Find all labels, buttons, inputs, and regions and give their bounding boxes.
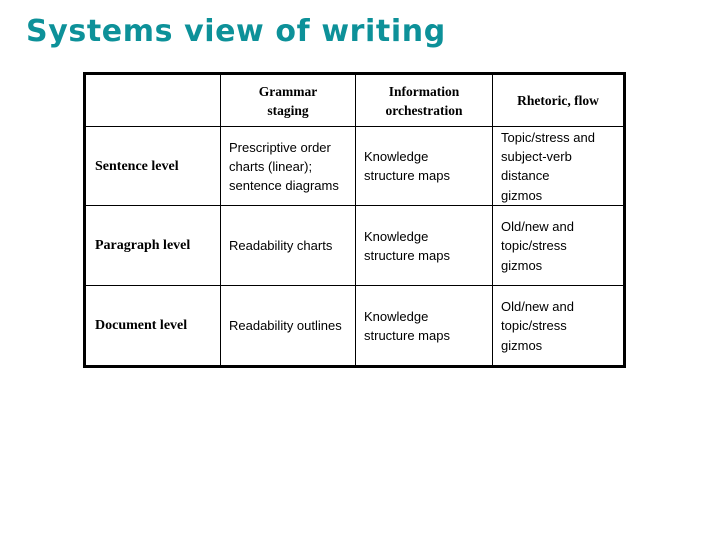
cell-line: gizmos — [501, 257, 543, 273]
cell-content: Old/new and topic/stress gizmos — [493, 217, 623, 275]
column-header-information-orchestration: Information orchestration — [355, 73, 493, 127]
table-row: Sentence level Prescriptive order charts… — [84, 126, 625, 206]
cell-line: Readability outlines — [229, 318, 342, 333]
row-header-sentence-level: Sentence level — [84, 126, 221, 206]
cell-paragraph: gizmos — [501, 256, 618, 275]
cell-line: distance — [501, 167, 550, 183]
cell-line: topic/stress — [501, 237, 567, 253]
systems-view-matrix-table: Grammar staging Information orchestratio… — [83, 72, 626, 368]
table-header-row: Grammar staging Information orchestratio… — [84, 73, 625, 127]
row-header-document-level: Document level — [84, 285, 221, 367]
cell-paragraph: Knowledge structure maps — [364, 227, 487, 265]
column-header-grammar-staging: Grammar staging — [220, 73, 356, 127]
cell-content: Prescriptive order charts (linear); sent… — [221, 138, 355, 195]
cell-content: Readability charts — [221, 236, 355, 255]
header-line: Information — [388, 83, 460, 99]
cell-paragraph: Prescriptive order charts (linear); sent… — [229, 138, 350, 195]
cell-paragraph: gizmos — [501, 336, 618, 355]
column-header-grammar-staging-label: Grammar staging — [221, 82, 355, 120]
cell-document-information-orchestration: Knowledge structure maps — [355, 285, 493, 367]
header-line: orchestration — [385, 102, 463, 118]
cell-line: gizmos — [501, 187, 543, 203]
cell-paragraph-information-orchestration: Knowledge structure maps — [355, 205, 493, 286]
table-row: Paragraph level Readability charts Knowl… — [84, 205, 625, 286]
cell-sentence-grammar-staging: Prescriptive order charts (linear); sent… — [220, 126, 356, 206]
cell-paragraph: Readability outlines — [229, 316, 350, 335]
cell-line: subject-verb — [501, 148, 572, 164]
cell-line: Knowledge — [364, 308, 429, 324]
header-line: staging — [267, 102, 309, 118]
cell-paragraph-grammar-staging: Readability charts — [220, 205, 356, 286]
cell-line: structure maps — [364, 247, 450, 263]
row-header-label: Paragraph level — [95, 238, 191, 253]
cell-sentence-rhetoric-flow: Topic/stress and subject-verb distance g… — [492, 126, 625, 206]
row-header-label: Document level — [95, 318, 188, 333]
cell-line: structure maps — [364, 327, 450, 343]
cell-content: Knowledge structure maps — [356, 227, 492, 265]
cell-line: Readability charts — [229, 238, 333, 253]
table-row: Document level Readability outlines Know… — [84, 285, 625, 367]
cell-content: Old/new and topic/stress gizmos — [493, 297, 623, 355]
cell-sentence-information-orchestration: Knowledge structure maps — [355, 126, 493, 206]
cell-paragraph: Readability charts — [229, 236, 350, 255]
cell-paragraph: Old/new and topic/stress — [501, 297, 618, 335]
cell-paragraph-rhetoric-flow: Old/new and topic/stress gizmos — [492, 205, 625, 286]
cell-paragraph: Old/new and topic/stress — [501, 217, 618, 255]
cell-paragraph: Knowledge structure maps — [364, 307, 487, 345]
column-header-information-orchestration-label: Information orchestration — [356, 82, 492, 120]
cell-line: sentence diagrams — [229, 177, 339, 193]
cell-line: Knowledge — [364, 149, 429, 164]
cell-line: Old/new and — [501, 298, 574, 314]
column-header-rhetoric-flow-label: Rhetoric, flow — [493, 91, 623, 110]
cell-line: Prescriptive order — [229, 139, 331, 155]
cell-line: Topic/stress and — [501, 129, 595, 145]
cell-paragraph: Topic/stress and subject-verb distance — [501, 128, 618, 185]
cell-line: Old/new and — [501, 218, 574, 234]
page-title: Systems view of writing — [26, 14, 446, 49]
cell-content: Knowledge structure maps — [356, 307, 492, 345]
cell-line: Knowledge — [364, 228, 429, 244]
cell-paragraph: Knowledge structure maps — [364, 147, 487, 185]
cell-line: gizmos — [501, 337, 543, 353]
cell-line: charts (linear); — [229, 158, 313, 174]
cell-line: structure maps — [364, 168, 450, 183]
header-line: Grammar — [258, 83, 318, 99]
cell-content: Readability outlines — [221, 316, 355, 335]
cell-content: Knowledge structure maps — [356, 147, 492, 185]
cell-content: Topic/stress and subject-verb distance g… — [493, 128, 623, 205]
cell-document-grammar-staging: Readability outlines — [220, 285, 356, 367]
row-header-label: Sentence level — [95, 158, 179, 174]
cell-document-rhetoric-flow: Old/new and topic/stress gizmos — [492, 285, 625, 367]
cell-paragraph: gizmos — [501, 186, 618, 205]
header-line: Rhetoric, flow — [517, 93, 599, 108]
cell-line: topic/stress — [501, 317, 567, 333]
table-corner-cell — [84, 73, 221, 127]
row-header-paragraph-level: Paragraph level — [84, 205, 221, 286]
column-header-rhetoric-flow: Rhetoric, flow — [492, 73, 625, 127]
